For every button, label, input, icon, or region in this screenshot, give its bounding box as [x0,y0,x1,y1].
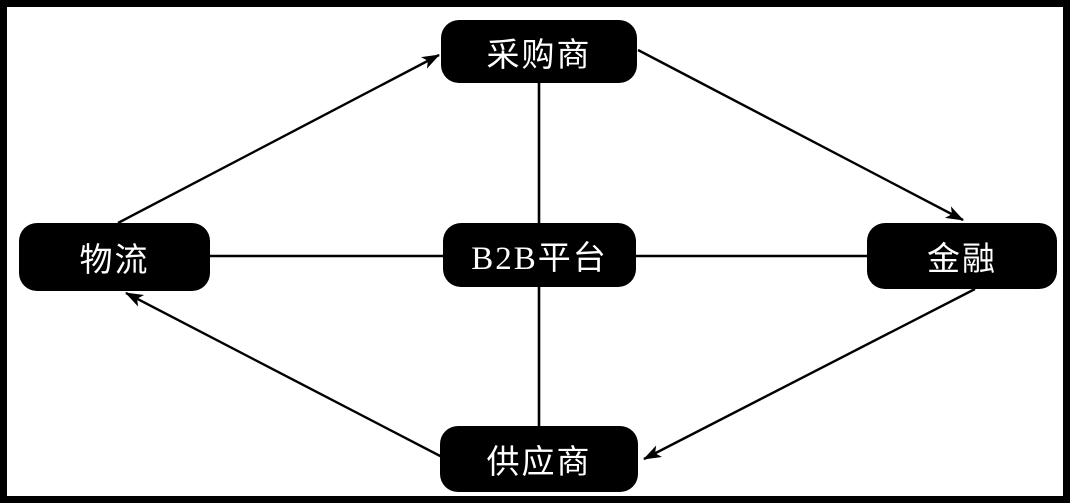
node-purchaser: 采购商 [441,20,637,83]
node-logistics-label: 物流 [79,243,150,279]
node-supplier: 供应商 [440,426,638,492]
edge-supplier-to-logistics [125,291,445,460]
edge-finance-to-supplier [643,287,976,461]
edge-purchaser-to-finance [637,48,964,222]
node-platform-label: B2B平台 [471,241,608,277]
node-finance-label: 金融 [927,242,997,278]
edge-logistics-to-purchaser [117,53,440,225]
node-purchaser-label: 采购商 [486,37,592,74]
node-platform: B2B平台 [443,223,636,287]
node-supplier-label: 供应商 [486,445,592,481]
node-logistics: 物流 [19,223,210,291]
node-finance: 金融 [867,223,1057,289]
